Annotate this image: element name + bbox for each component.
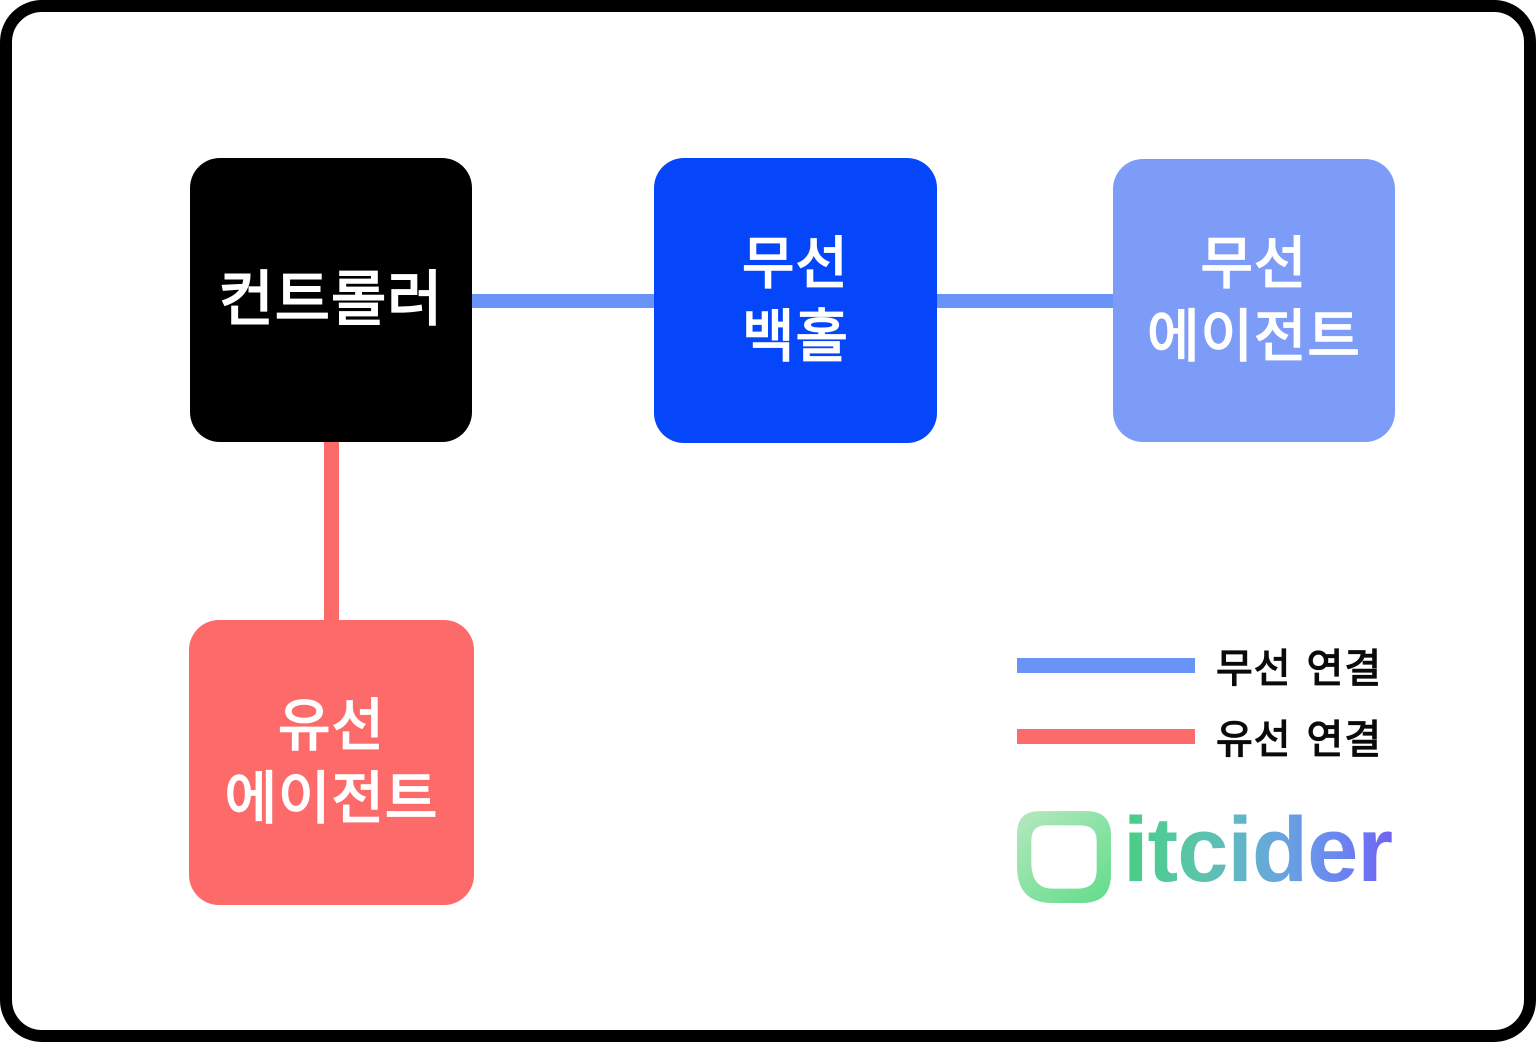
node-wireless-backhaul-label: 무선 백홀 xyxy=(742,230,849,370)
legend: 무선 연결 유선 연결 xyxy=(1017,642,1382,763)
legend-row-wireless: 무선 연결 xyxy=(1017,642,1382,692)
legend-label-wireless: 무선 연결 xyxy=(1216,646,1383,692)
itcider-logo: itcider xyxy=(1015,804,1393,910)
edge-controller-backhaul-wireless xyxy=(464,294,662,308)
node-wireless-agent-label: 무선 에이전트 xyxy=(1147,230,1361,370)
node-controller-label: 컨트롤러 xyxy=(218,264,444,335)
itcider-logo-text: itcider xyxy=(1123,804,1393,910)
node-wired-agent: 유선 에이전트 xyxy=(189,620,474,905)
legend-swatch-wireless-line xyxy=(1017,657,1195,673)
edge-backhaul-wireless-agent-wireless xyxy=(930,294,1122,308)
node-wireless-backhaul: 무선 백홀 xyxy=(654,158,937,443)
itcider-squircle-icon xyxy=(1017,811,1111,903)
node-wireless-agent: 무선 에이전트 xyxy=(1113,159,1395,442)
legend-row-wired: 유선 연결 xyxy=(1017,713,1382,763)
node-controller: 컨트롤러 xyxy=(190,158,472,442)
legend-swatch-wired-line xyxy=(1017,728,1195,744)
legend-label-wired: 유선 연결 xyxy=(1216,717,1383,763)
edge-controller-wired-agent-wired xyxy=(324,436,339,628)
node-wired-agent-label: 유선 에이전트 xyxy=(224,692,439,832)
